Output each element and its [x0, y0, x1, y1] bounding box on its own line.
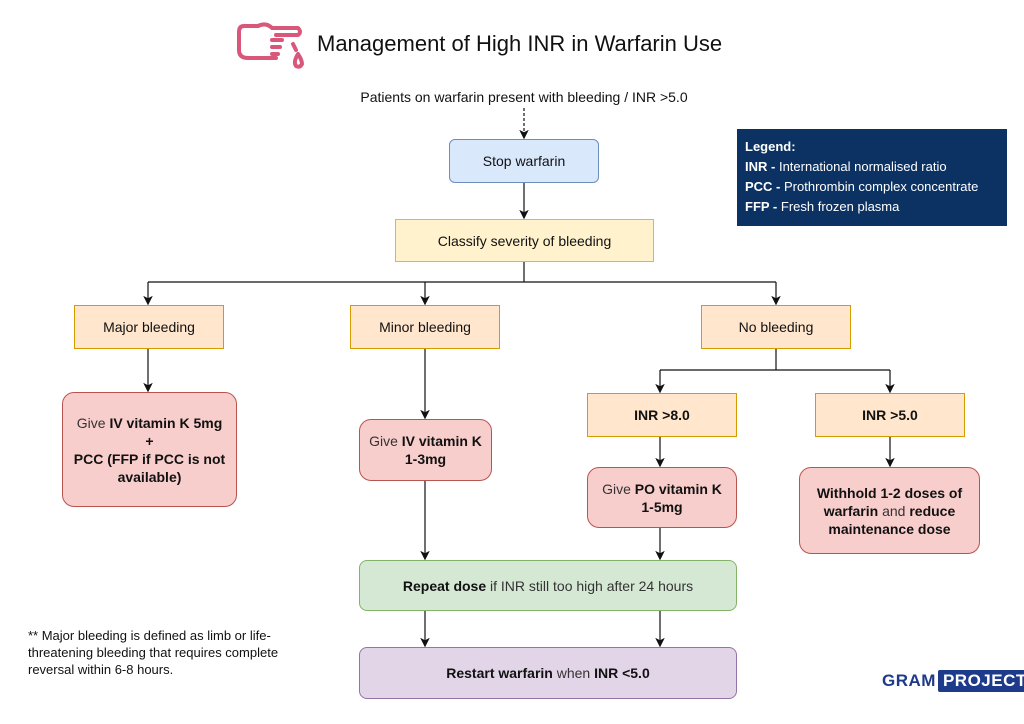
legend-text: Prothrombin complex concentrate	[784, 179, 979, 194]
logo-part-gram: GRAM	[882, 671, 936, 690]
hand-bleeding-icon	[237, 22, 304, 69]
legend-abbr: PCC -	[745, 179, 784, 194]
withhold-part-b: reduce maintenance dose	[828, 502, 956, 537]
restart-part-a: Restart warfarin	[446, 665, 553, 681]
subtitle: Patients on warfarin present with bleedi…	[360, 89, 688, 105]
legend-item: INR - International normalised ratio	[745, 157, 999, 177]
node-inr-5: INR >5.0	[815, 393, 965, 437]
node-major-bleeding: Major bleeding	[74, 305, 224, 349]
minor-action-line-1: Give IV vitamin K	[369, 432, 482, 450]
node-repeat-dose: Repeat dose if INR still too high after …	[359, 560, 737, 611]
minor-action-give: Give	[369, 433, 402, 449]
node-major-action: Give IV vitamin K 5mg + PCC (FFP if PCC …	[62, 392, 237, 507]
legend: Legend: INR - International normalised r…	[737, 129, 1007, 226]
repeat-part-b: if INR still too high after 24 hours	[486, 577, 694, 594]
page-title: Management of High INR in Warfarin Use	[317, 31, 723, 56]
node-no-bleeding: No bleeding	[701, 305, 851, 349]
po-action-dose: 1-5mg	[641, 498, 683, 515]
legend-item: FFP - Fresh frozen plasma	[745, 197, 999, 217]
restart-text: Restart warfarin when INR <5.0	[446, 664, 649, 682]
legend-text: Fresh frozen plasma	[780, 199, 900, 214]
footnote: ** Major bleeding is defined as limb or …	[28, 628, 279, 677]
node-po-action: Give PO vitamin K 1-5mg	[587, 467, 737, 528]
legend-abbr: INR -	[745, 159, 779, 174]
legend-text: International normalised ratio	[778, 159, 947, 174]
major-action-give: Give	[76, 414, 110, 431]
legend-heading: Legend:	[745, 139, 796, 154]
node-restart-warfarin: Restart warfarin when INR <5.0	[359, 647, 737, 699]
major-action-rest: PCC (FFP if PCC is not available)	[73, 450, 226, 485]
minor-action-dose: 1-3mg	[404, 451, 447, 467]
node-withhold: Withhold 1-2 doses of warfarin and reduc…	[799, 467, 980, 554]
po-action-drug: PO vitamin K	[634, 480, 722, 497]
withhold-part-a: Withhold 1-2 doses of warfarin	[816, 484, 963, 519]
restart-part-c: INR <5.0	[594, 665, 650, 681]
node-stop-warfarin: Stop warfarin	[449, 139, 599, 183]
node-classify: Classify severity of bleeding	[395, 219, 654, 262]
repeat-part-a: Repeat dose	[402, 577, 487, 594]
minor-action-drug: IV vitamin K	[401, 433, 482, 449]
node-inr-8: INR >8.0	[587, 393, 737, 437]
withhold-and: and	[878, 502, 910, 519]
legend-item: PCC - Prothrombin complex concentrate	[745, 177, 999, 197]
restart-part-b: when	[552, 665, 595, 681]
withhold-text: Withhold 1-2 doses of warfarin and reduc…	[814, 484, 965, 538]
po-action-line-1: Give PO vitamin K	[602, 480, 722, 498]
major-action-drug: IV vitamin K 5mg	[109, 414, 223, 431]
po-action-give: Give	[602, 480, 635, 497]
logo-part-project: PROJECT	[937, 670, 1024, 692]
major-action-line-1: Give IV vitamin K 5mg	[77, 414, 223, 432]
major-action-plus: +	[145, 432, 154, 449]
repeat-text: Repeat dose if INR still too high after …	[403, 577, 693, 595]
node-minor-bleeding: Minor bleeding	[350, 305, 500, 349]
node-minor-action: Give IV vitamin K 1-3mg	[359, 419, 492, 481]
legend-abbr: FFP -	[745, 199, 781, 214]
